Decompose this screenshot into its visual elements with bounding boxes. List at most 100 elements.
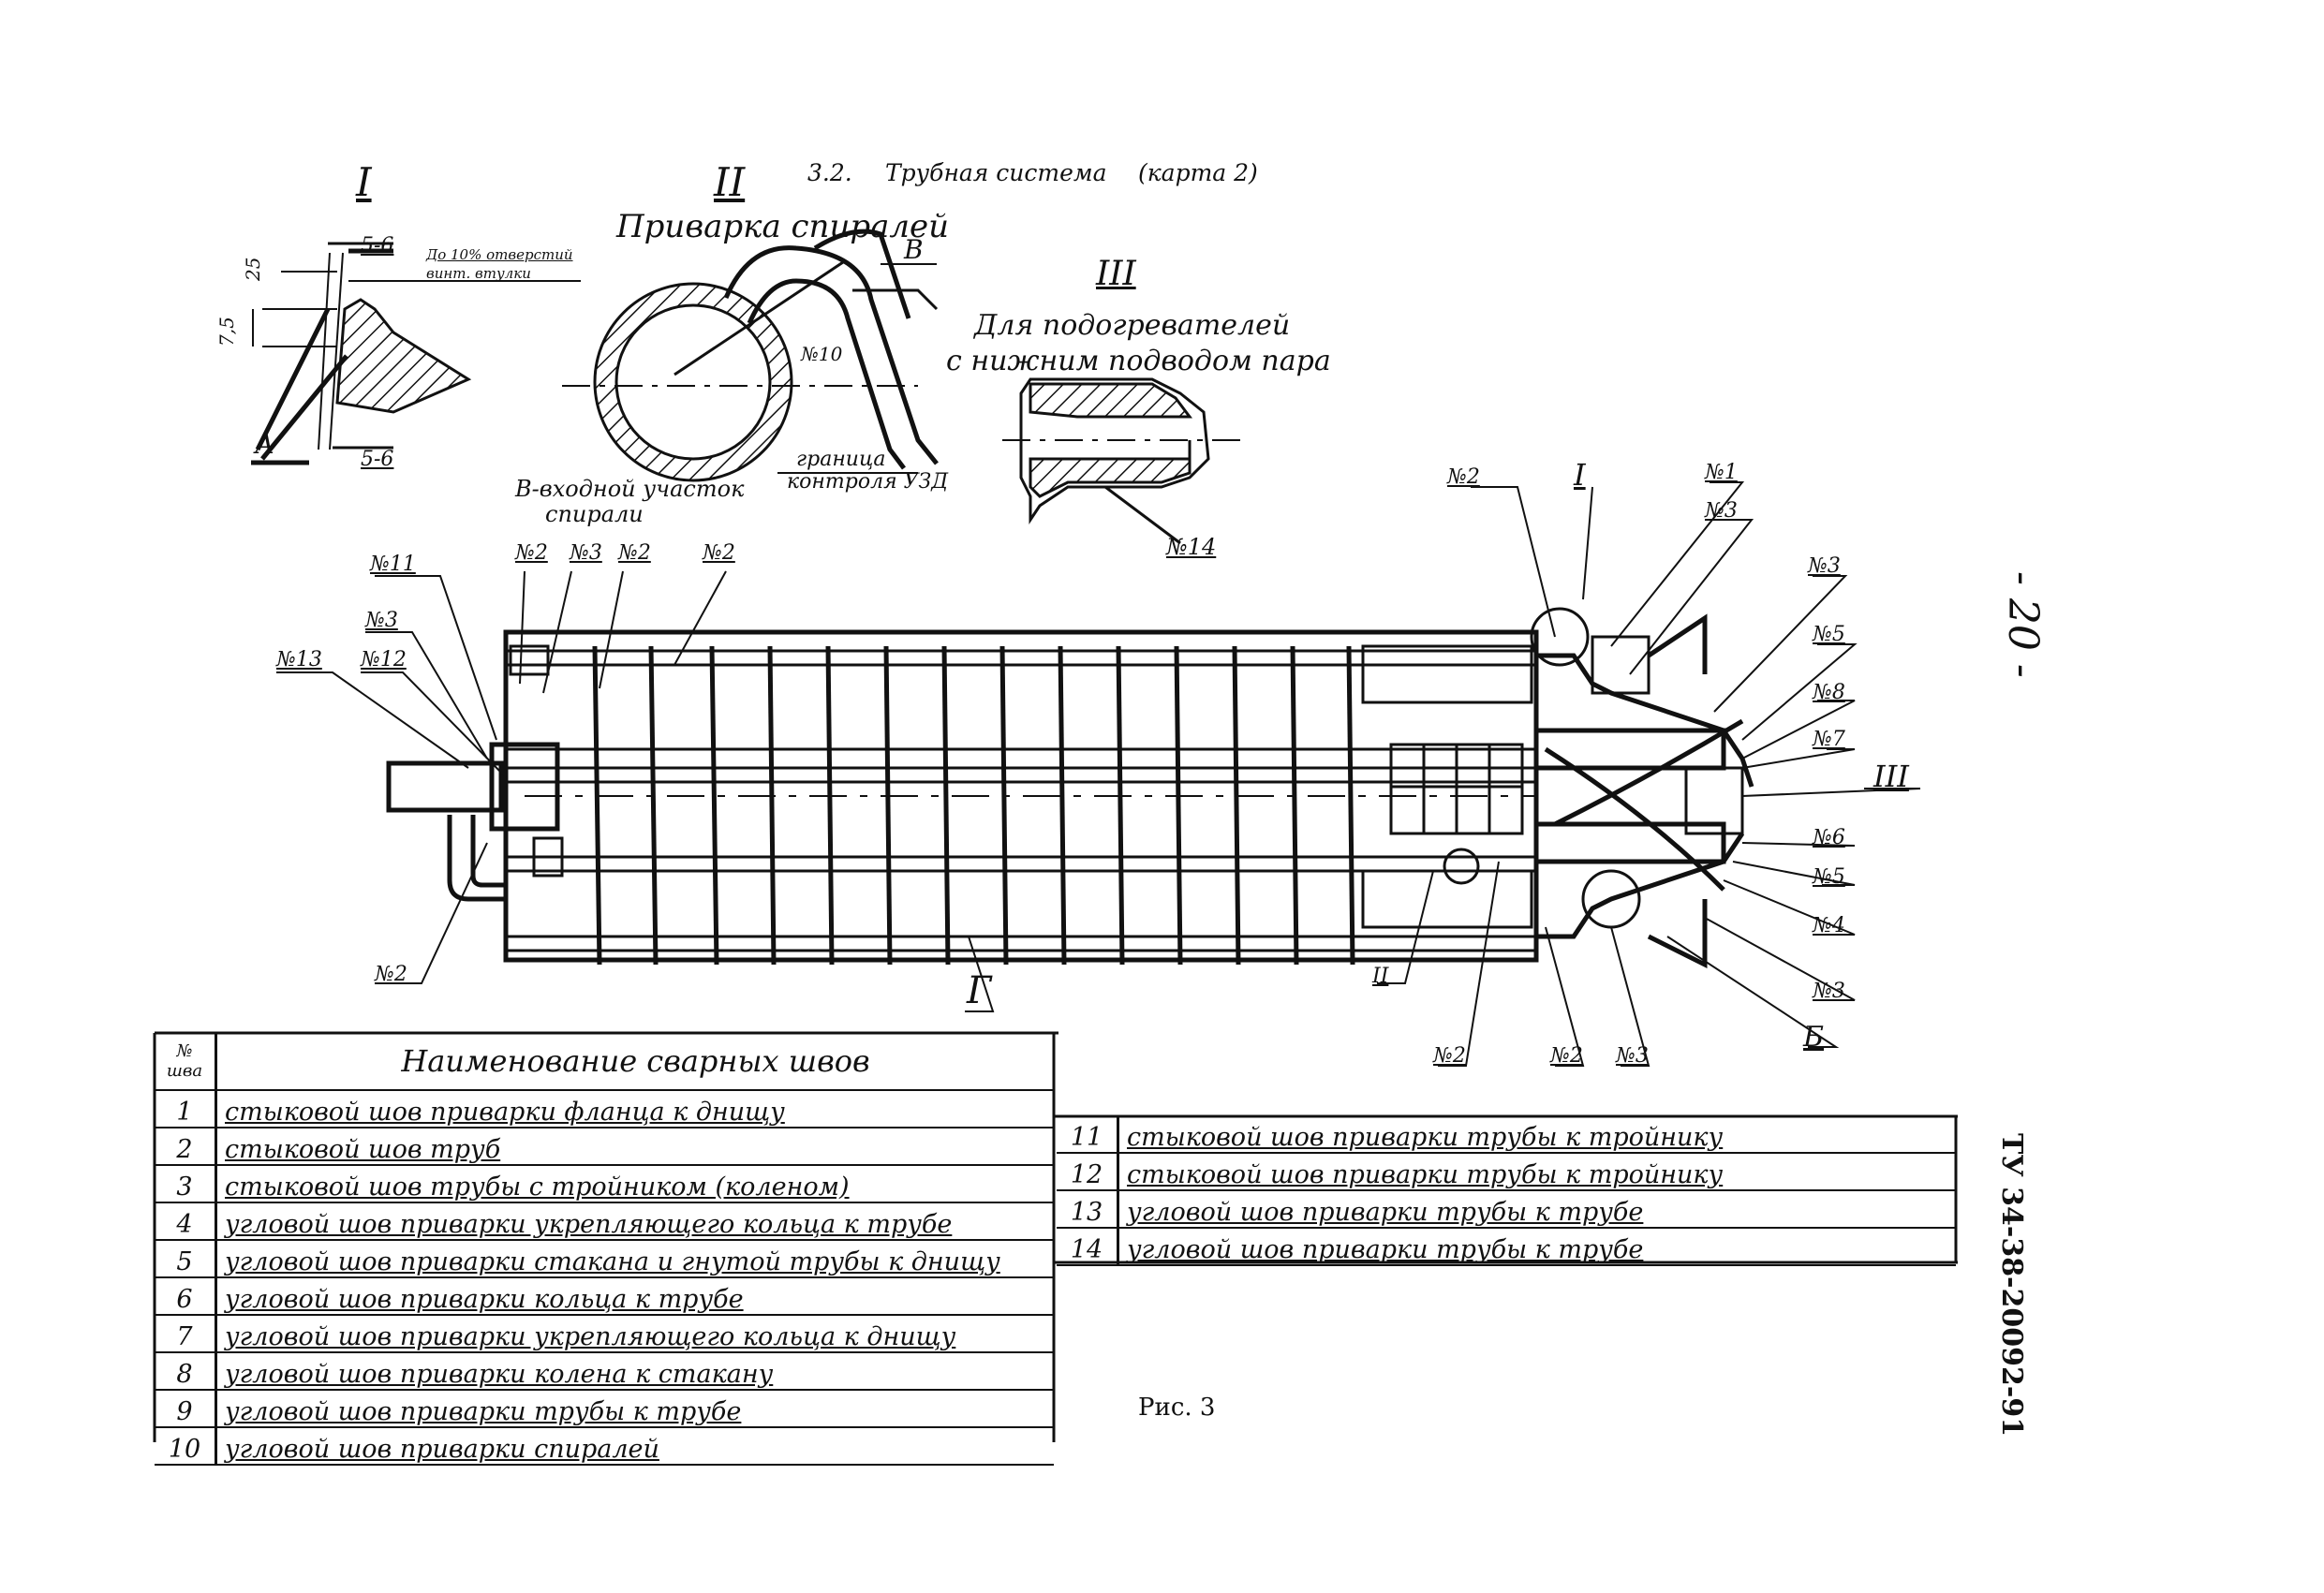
page-title: Трубная система [885, 159, 1107, 186]
row-num: 1 [155, 1090, 217, 1128]
callout-right-3: №1 [1705, 461, 1738, 484]
view-1-note: До 10% отверстий [426, 246, 573, 263]
view-3-title-2: с нижним подводом пара [946, 345, 1331, 377]
callout-right-15: №2 [1433, 1044, 1466, 1068]
col-num-header: № шва [155, 1033, 217, 1091]
view-1-dim-bottom: 5-6 [361, 448, 394, 471]
row-name: стыковой шов трубы с тройником (коленом) [215, 1165, 1054, 1203]
view-2-label: II [714, 159, 746, 205]
view-2-title: Приварка спиралей [616, 208, 950, 245]
col-name-header: Наименование сварных швов [215, 1033, 1054, 1091]
callout-left-2: №3 [365, 609, 398, 632]
row-name: угловой шов приварки спиралей [215, 1427, 1054, 1466]
main-assembly [386, 607, 1754, 969]
row-num: 13 [1057, 1190, 1119, 1229]
callout-left-6: №3 [570, 541, 602, 565]
view-1-label: I [356, 159, 372, 205]
callout-right-1: №2 [1447, 465, 1480, 489]
callout-right-13: №3 [1813, 980, 1845, 1003]
page-number: - 20 - [1999, 571, 2047, 678]
callout-left-3: №13 [276, 648, 322, 671]
row-name: угловой шов приварки кольца к трубе [215, 1277, 1054, 1316]
row-name: стыковой шов приварки трубы к тройнику [1118, 1116, 1956, 1154]
row-num: 14 [1057, 1228, 1119, 1266]
view-2-inlet-2: спирали [545, 501, 644, 527]
callout-right-17: №3 [1616, 1044, 1649, 1068]
callout-right-14: Б [1803, 1021, 1825, 1054]
view-2-letter-b: В [904, 234, 924, 265]
callout-left-4: №12 [361, 648, 407, 671]
row-name: стыковой шов приварки фланца к днищу [215, 1090, 1054, 1128]
callout-left-8: №2 [703, 541, 735, 565]
callout-left-7: №2 [618, 541, 651, 565]
row-name: стыковой шов приварки трубы к тройнику [1118, 1153, 1956, 1191]
callout-right-9: III [1873, 759, 1909, 794]
view-3-no14: №14 [1166, 534, 1217, 560]
callout-right-8: №7 [1813, 728, 1845, 751]
view-1-dim-top: 5-6 [361, 234, 394, 258]
callout-left-9: №2 [375, 963, 407, 986]
row-name: угловой шов приварки стакана и гнутой тр… [215, 1240, 1054, 1278]
view-3-title-1: Для подогревателей [974, 309, 1291, 342]
callout-right-12: №4 [1813, 914, 1845, 937]
callout-right-11: №5 [1813, 865, 1845, 889]
view-1-letter-a: А [255, 429, 275, 460]
row-name: угловой шов приварки колена к стакану [215, 1352, 1054, 1391]
table-header: № шва Наименование сварных швов [155, 1033, 1054, 1091]
figure-caption: Рис. 3 [1138, 1394, 1216, 1422]
row-name: стыковой шов труб [215, 1128, 1054, 1166]
view-2-border-2: контроля УЗД [787, 470, 949, 494]
callout-right-18: II [1372, 965, 1389, 988]
callout-right-16: №2 [1550, 1044, 1583, 1068]
row-num: 12 [1057, 1153, 1119, 1191]
view-1-note2: винт. втулки [426, 265, 531, 282]
callout-right-7: №8 [1813, 681, 1845, 704]
callout-bottom-g: Г [967, 969, 992, 1012]
view-3-nozzle [1002, 377, 1246, 545]
row-name: угловой шов приварки трубы к трубе [1118, 1190, 1956, 1229]
row-num: 9 [155, 1390, 217, 1428]
view-3-label: III [1096, 255, 1136, 293]
map-label: (карта 2) [1138, 159, 1258, 186]
row-name: угловой шов приварки трубы к трубе [1118, 1228, 1956, 1266]
view-1-dim-25: 25 [242, 257, 264, 281]
callout-right-4: №3 [1705, 499, 1738, 523]
doc-code: ТУ 34-38-20092-91 [1995, 1133, 2028, 1438]
view-1-dim-75: 7,5 [215, 317, 238, 347]
callout-right-5: №3 [1808, 554, 1841, 578]
row-num: 11 [1057, 1116, 1119, 1154]
row-num: 3 [155, 1165, 217, 1203]
row-name: угловой шов приварки укрепляющего кольца… [215, 1315, 1054, 1353]
view-2-spiral [562, 229, 939, 482]
row-num: 10 [155, 1427, 217, 1466]
callout-right-2: I [1574, 457, 1586, 493]
row-num: 5 [155, 1240, 217, 1278]
callout-left-5: №2 [515, 541, 548, 565]
view-1-weld-section [251, 242, 581, 465]
callout-leaders [276, 481, 1921, 1067]
row-num: 2 [155, 1128, 217, 1166]
view-2-border-1: граница [796, 448, 886, 471]
callout-left-1: №11 [370, 553, 416, 576]
view-2-inlet-1: В-входной участок [515, 476, 745, 502]
callout-right-10: №6 [1813, 826, 1845, 849]
row-num: 8 [155, 1352, 217, 1391]
callout-right-6: №5 [1813, 623, 1845, 646]
view-2-no10: №10 [801, 343, 843, 365]
